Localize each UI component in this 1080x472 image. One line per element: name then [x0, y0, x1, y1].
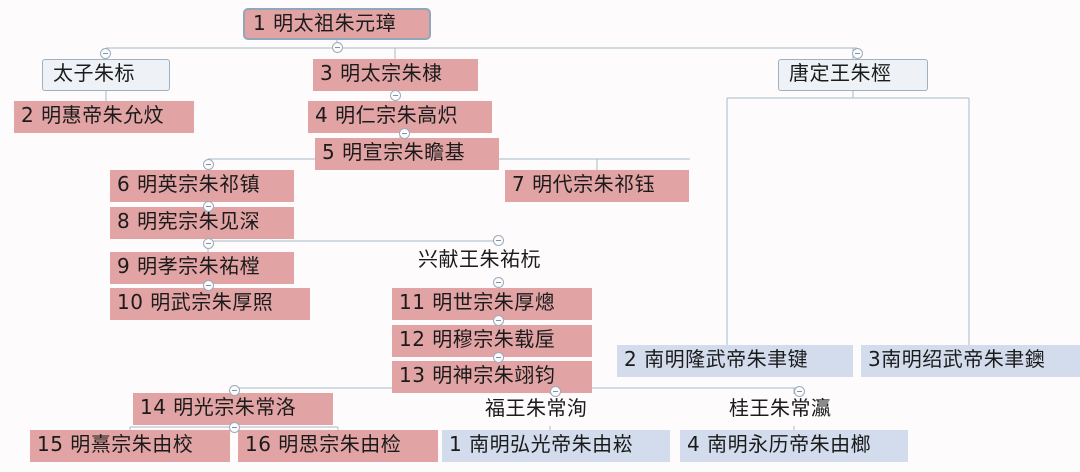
collapse-toggle-zhuhoucong[interactable]	[493, 315, 504, 326]
tree-node-n1[interactable]: 1 明太祖朱元璋	[243, 8, 431, 40]
tree-node-n2[interactable]: 太子朱标	[42, 59, 170, 91]
collapse-toggle-guiwang[interactable]	[794, 386, 805, 397]
tree-node-n9[interactable]: 8 明宪宗朱见深	[110, 207, 294, 239]
tree-node-n11[interactable]: 兴献王朱祐杬	[418, 247, 541, 271]
collapse-toggle-zhuchangluo[interactable]	[229, 422, 240, 433]
collapse-toggle-zhuyijun[interactable]	[229, 385, 240, 396]
tree-node-n8[interactable]: 7 明代宗朱祁钰	[505, 170, 689, 202]
collapse-toggle-taizi-zhubiao[interactable]	[100, 48, 111, 59]
collapse-toggle-xingxianwang[interactable]	[493, 235, 504, 246]
collapse-toggle-zhuzhanji[interactable]	[203, 159, 214, 170]
tree-node-n4[interactable]: 3 明太宗朱棣	[313, 59, 478, 91]
tree-node-n3[interactable]: 2 明惠帝朱允炆	[14, 101, 194, 133]
tree-node-n10[interactable]: 9 明孝宗朱祐樘	[110, 252, 294, 284]
tree-node-n17[interactable]: 15 明熹宗朱由校	[30, 430, 230, 462]
tree-node-n5[interactable]: 4 明仁宗朱高炽	[308, 101, 492, 133]
tree-node-n23[interactable]: 唐定王朱桱	[778, 59, 928, 91]
tree-node-n25[interactable]: 3南明绍武帝朱聿鐭	[861, 345, 1080, 377]
tree-node-n18[interactable]: 16 明思宗朱由检	[238, 430, 438, 462]
tree-node-n6[interactable]: 5 明宣宗朱瞻基	[315, 138, 499, 170]
tree-node-n21[interactable]: 桂王朱常瀛	[729, 396, 832, 420]
tree-node-n22[interactable]: 4 南明永历帝朱由榔	[680, 430, 908, 462]
collapse-toggle-zhuyoutang[interactable]	[203, 280, 214, 291]
tree-node-n19[interactable]: 福王朱常洵	[485, 396, 588, 420]
tree-node-n20[interactable]: 1 南明弘光帝朱由崧	[442, 430, 670, 462]
collapse-toggle-zhudi[interactable]	[390, 90, 401, 101]
collapse-toggle-tangdingwang[interactable]	[852, 48, 863, 59]
collapse-toggle-fuwang[interactable]	[550, 386, 561, 397]
tree-node-n12[interactable]: 10 明武宗朱厚照	[110, 288, 310, 320]
tree-node-n15[interactable]: 13 明神宗朱翊钧	[392, 361, 592, 393]
collapse-toggle-root[interactable]	[332, 42, 343, 53]
tree-node-n14[interactable]: 12 明穆宗朱载垕	[392, 325, 592, 357]
collapse-toggle-zhuqizhen[interactable]	[203, 201, 214, 212]
tree-node-n13[interactable]: 11 明世宗朱厚熜	[392, 288, 592, 320]
collapse-toggle-zhujianshen[interactable]	[203, 238, 214, 249]
tree-node-n24[interactable]: 2 南明隆武帝朱聿键	[617, 345, 853, 377]
collapse-toggle-xingxianwang-child[interactable]	[493, 277, 504, 288]
tree-node-n7[interactable]: 6 明英宗朱祁镇	[110, 170, 294, 202]
collapse-toggle-zhugaozhi[interactable]	[399, 128, 410, 139]
collapse-toggle-zhuzaihou[interactable]	[493, 352, 504, 363]
tree-node-n16[interactable]: 14 明光宗朱常洛	[133, 393, 333, 425]
